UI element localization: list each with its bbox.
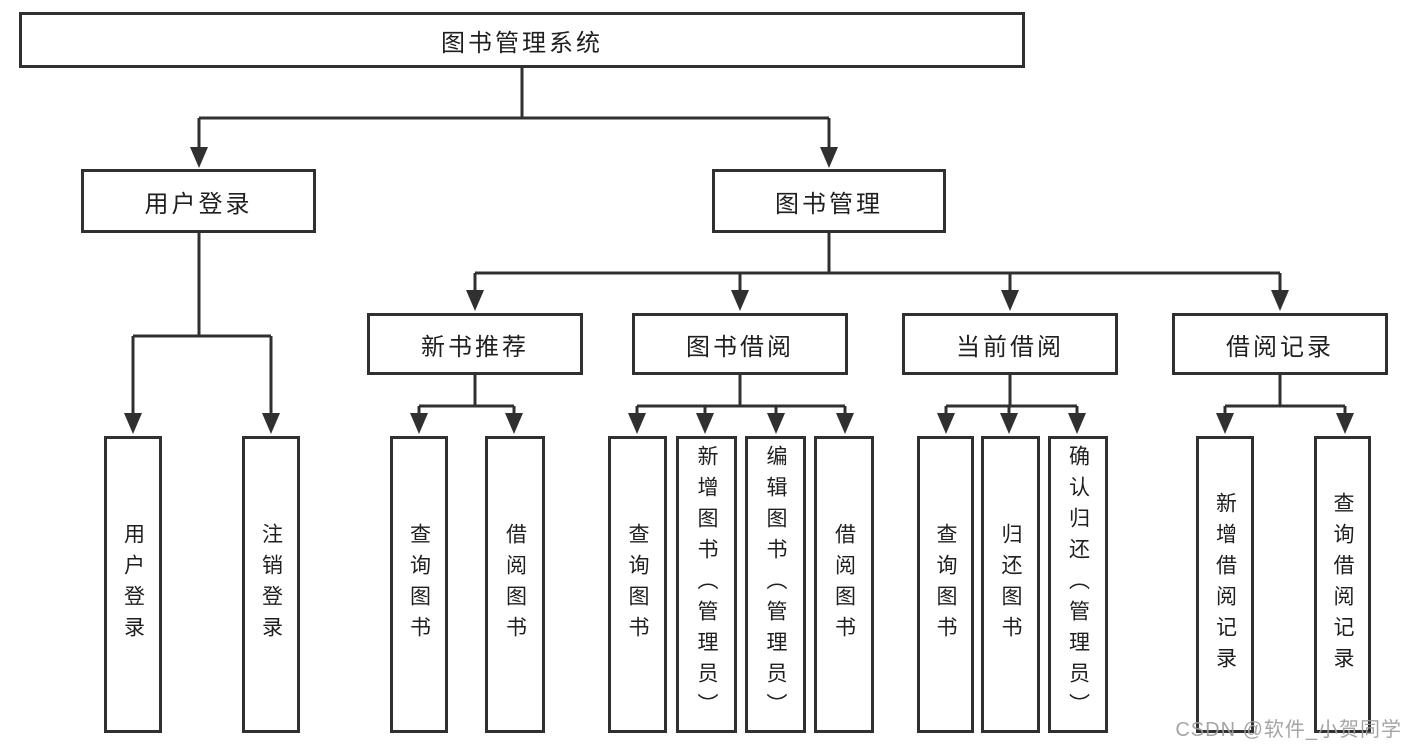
leaf-query-books-recommendation: 查询图书 [390, 436, 448, 733]
leaf-return-books: 归还图书 [981, 436, 1040, 733]
node-label: 编辑图书（管理员） [764, 445, 787, 724]
leaf-query-borrow-record: 查询借阅记录 [1314, 436, 1371, 733]
node-label: 新增借阅记录 [1213, 491, 1237, 678]
node-label: 借阅记录 [1226, 333, 1334, 361]
node-label: 借阅图书 [503, 522, 527, 647]
leaf-confirm-return-admin: 确认归还（管理员） [1048, 436, 1108, 733]
node-borrowing-records: 借阅记录 [1172, 313, 1388, 375]
node-user-login: 用户登录 [81, 169, 316, 233]
arrowhead-icon [1216, 413, 1234, 434]
leaf-query-books-borrowing: 查询图书 [608, 436, 667, 733]
arrowhead-icon [696, 413, 714, 434]
arrowhead-icon [731, 290, 749, 311]
connector-current-borrow-children [944, 375, 1079, 418]
node-current-borrowing: 当前借阅 [902, 313, 1118, 375]
node-label: 归还图书 [999, 522, 1022, 647]
arrowhead-icon [190, 147, 208, 168]
leaf-user-login: 用户登录 [104, 436, 162, 733]
node-label: 查询图书 [407, 522, 431, 647]
leaf-borrow-books-recommendation: 借阅图书 [485, 436, 545, 733]
arrowhead-icon [836, 413, 854, 434]
leaf-add-borrow-record: 新增借阅记录 [1196, 436, 1254, 733]
arrowhead-icon [1068, 413, 1086, 434]
node-label: 注销登录 [259, 522, 283, 647]
node-label: 图书管理 [775, 190, 883, 218]
leaf-borrow-books: 借阅图书 [814, 436, 874, 733]
watermark: CSDN @软件_小贺同学 [1175, 719, 1402, 741]
connector-book-management-children [473, 233, 1282, 293]
node-label: 用户登录 [121, 522, 145, 647]
node-label: 查询图书 [626, 522, 649, 647]
arrowhead-icon [410, 413, 428, 434]
connector-book-borrow-children [635, 375, 847, 418]
node-library-management-system: 图书管理系统 [19, 12, 1025, 68]
node-label: 新增图书（管理员） [695, 445, 718, 724]
connector-borrow-record-children [1223, 375, 1347, 418]
leaf-logout-login: 注销登录 [242, 436, 300, 733]
connector-root-to-level2 [197, 68, 831, 150]
arrowhead-icon [767, 413, 785, 434]
node-label: 借阅图书 [832, 522, 856, 647]
arrowhead-icon [1336, 413, 1354, 434]
node-label: 查询借阅记录 [1331, 491, 1354, 678]
leaf-edit-books-admin: 编辑图书（管理员） [745, 436, 806, 733]
arrowhead-icon [262, 413, 280, 434]
node-label: 图书管理系统 [441, 29, 603, 57]
arrowhead-icon [505, 413, 523, 434]
arrowhead-icon [1001, 290, 1019, 311]
node-book-management: 图书管理 [712, 169, 946, 233]
node-label: 确认归还（管理员） [1066, 445, 1090, 724]
node-new-book-recommendation: 新书推荐 [367, 313, 583, 375]
arrowhead-icon [937, 413, 955, 434]
node-label: 当前借阅 [956, 333, 1064, 361]
node-label: 新书推荐 [421, 333, 529, 361]
leaf-query-books-current: 查询图书 [917, 436, 974, 733]
leaf-add-books-admin: 新增图书（管理员） [676, 436, 737, 733]
connector-new-book-children [417, 375, 516, 418]
arrowhead-icon [1000, 413, 1018, 434]
arrowhead-icon [628, 413, 646, 434]
arrowhead-icon [820, 147, 838, 168]
node-label: 用户登录 [144, 190, 253, 218]
node-label: 查询图书 [934, 522, 957, 647]
arrowhead-icon [1271, 290, 1289, 311]
node-book-borrowing: 图书借阅 [632, 313, 848, 375]
arrowhead-icon [466, 290, 484, 311]
node-label: 图书借阅 [686, 333, 794, 361]
arrowhead-icon [124, 413, 142, 434]
connector-user-login-children [131, 233, 273, 416]
